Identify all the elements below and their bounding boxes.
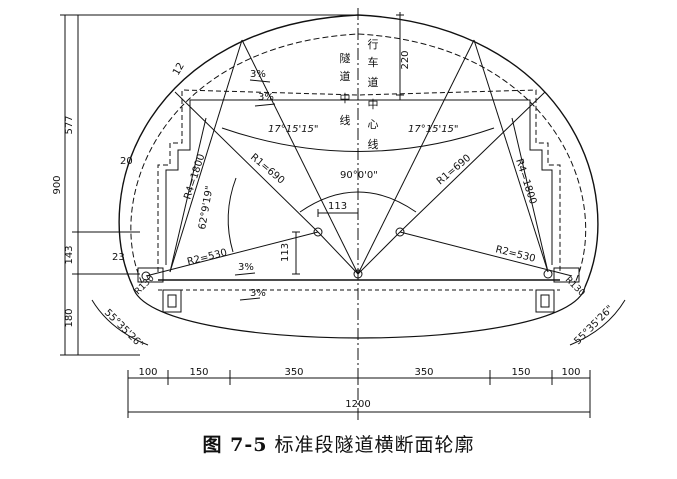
center-point-right — [395, 227, 405, 237]
label-577: 577 — [64, 115, 75, 134]
label-180: 180 — [64, 308, 75, 327]
r1-right-extra — [399, 91, 546, 233]
center-point-bottom-right — [543, 269, 553, 279]
lane-centerline-char-6: 线 — [368, 137, 379, 151]
bottom-dim-label-3: 350 — [284, 367, 303, 378]
right-ditch-inner — [540, 294, 550, 308]
left-ditch-inner — [167, 294, 177, 308]
label-angle-left-mid: 62°9'19" — [197, 185, 216, 230]
bottom-dim-label-1: 100 — [138, 367, 157, 378]
r4-right-line2 — [473, 39, 549, 273]
lane-centerline-char-5: 心 — [368, 118, 379, 131]
label-r130-left: R130 — [133, 273, 157, 297]
right-ditch — [535, 289, 555, 313]
label-angle-right-bottom: 55°35'26" — [572, 304, 616, 348]
slope-arrow-top2 — [254, 103, 276, 107]
label-slope-top2: 3% — [258, 92, 274, 103]
total-width-label: 1200 — [345, 399, 370, 410]
left-cable-trench — [137, 267, 164, 283]
arc-top-angle — [221, 127, 495, 152]
r2-left-line — [145, 231, 319, 277]
lane-centerline-char-4: 中 — [368, 98, 379, 111]
bottom-dim-label-2: 150 — [189, 367, 208, 378]
label-23: 23 — [112, 252, 125, 263]
r1-left-line — [241, 39, 359, 275]
label-113-h: 113 — [328, 201, 347, 212]
center-point-left — [313, 227, 323, 237]
center-to-right — [357, 231, 401, 275]
r1-right-line — [357, 39, 475, 275]
left-bottom-angle-arc — [91, 299, 149, 346]
label-r2-left: R2=530 — [186, 247, 228, 268]
label-r130-right: R130 — [563, 275, 587, 299]
r2-right-line — [399, 231, 573, 277]
r4-right-line — [511, 117, 549, 273]
bottom-dim-label-6: 100 — [561, 367, 580, 378]
center-to-left — [317, 231, 359, 275]
tunnel-centerline-char-2: 道 — [340, 69, 351, 83]
label-r1-right: R1=690 — [435, 153, 473, 188]
slope-arrow-road — [234, 272, 256, 276]
tunnel-centerline-char-3: 中 — [340, 92, 351, 105]
label-220: 220 — [400, 50, 411, 69]
tunnel-centerline-char-1: 隧 — [340, 51, 351, 65]
tunnel-centerline-char-4: 线 — [340, 113, 351, 127]
label-angle-center: 90°0'0" — [340, 170, 378, 181]
slope-arrow-bottom — [239, 297, 261, 301]
label-900: 900 — [52, 175, 63, 194]
tunnel-inner-profile — [130, 33, 587, 284]
slope-arrow-top1 — [249, 79, 271, 83]
figure-caption: 图 7-5 标准段隧道横断面轮廓 — [0, 430, 677, 457]
clearance-envelope-inner — [165, 99, 553, 265]
lane-centerline-char-2: 车 — [368, 55, 379, 69]
arc-left-mid-angle — [227, 177, 237, 253]
label-slope-road: 3% — [238, 262, 254, 273]
lane-centerline-char-3: 道 — [368, 75, 379, 89]
label-12: 12 — [171, 61, 187, 78]
right-bottom-angle-arc — [569, 299, 626, 346]
r4-left-line — [169, 117, 207, 273]
center-point-main — [353, 269, 363, 279]
r1-left-extra — [174, 91, 319, 233]
center-point-bottom-left — [141, 271, 151, 281]
r4-left-line2 — [169, 39, 243, 273]
label-20: 20 — [120, 156, 133, 167]
bottom-dim-label-4: 350 — [414, 367, 433, 378]
figure-title: 标准段隧道横断面轮廓 — [274, 434, 475, 456]
label-angle-left-bottom: 55°35'26" — [102, 307, 146, 351]
label-slope-bottom: 3% — [250, 288, 266, 299]
label-slope-top1: 3% — [250, 69, 266, 80]
label-143: 143 — [64, 245, 75, 264]
bottom-dim-label-5: 150 — [511, 367, 530, 378]
figure-number: 图 7-5 — [202, 434, 268, 456]
label-r4-right: R4=1800 — [513, 158, 538, 206]
tunnel-invert — [132, 286, 586, 339]
arc-center-angle — [299, 191, 417, 213]
left-ditch — [162, 289, 182, 313]
lane-centerline-char-1: 行 — [368, 38, 379, 51]
label-angle-right-top: 17°15'15" — [408, 124, 459, 135]
label-113-v: 113 — [280, 243, 291, 262]
right-cable-trench — [553, 267, 580, 283]
label-angle-left-top: 17°15'15" — [268, 124, 319, 135]
